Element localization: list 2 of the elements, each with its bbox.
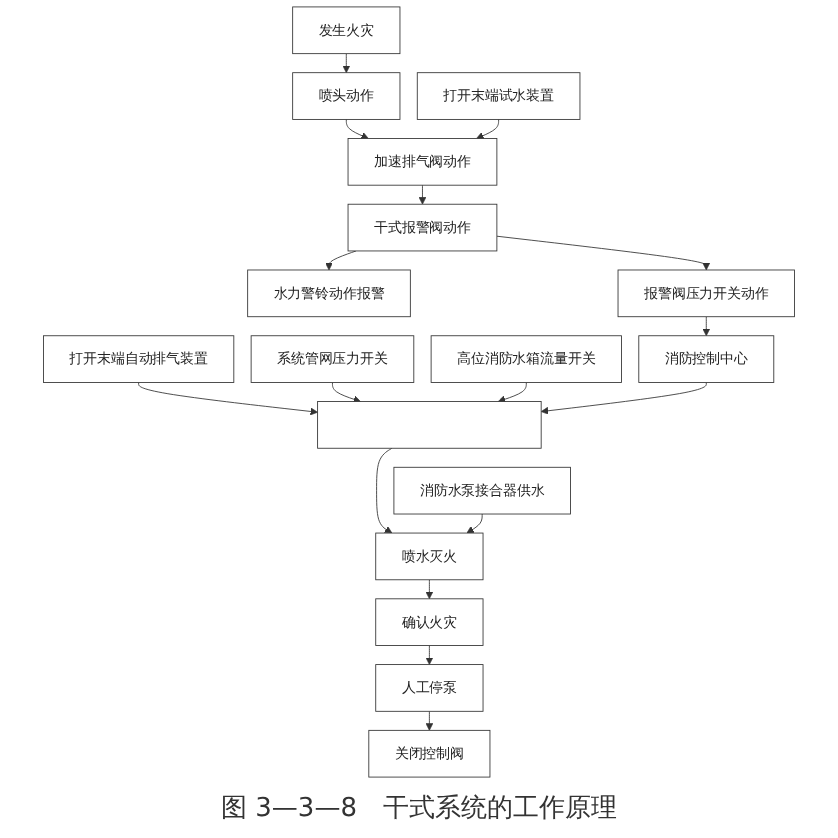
figure-caption: 图 3—3—8 干式系统的工作原理 [221,792,617,828]
node-box [317,401,542,449]
